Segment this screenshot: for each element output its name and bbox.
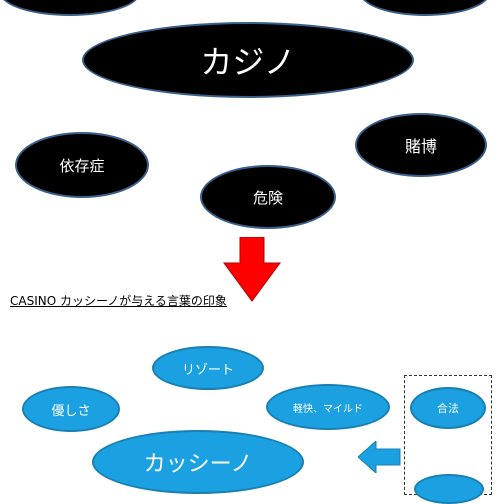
partial-node-top-right xyxy=(360,0,490,16)
legal-node: 合法 xyxy=(410,387,486,429)
blue-left-arrow-icon xyxy=(358,441,401,473)
red-down-arrow-icon xyxy=(223,237,281,302)
caption: CASINO カッシーノが与える言葉の印象 xyxy=(10,294,227,308)
danger-node: 危険 xyxy=(200,165,336,229)
legal-label: 合法 xyxy=(437,402,459,415)
gambling-label: 賭博 xyxy=(404,137,437,156)
resort-node: リゾート xyxy=(152,346,264,390)
light-mild-label: 軽快、マイルド xyxy=(293,403,363,415)
kindness-label: 優しさ xyxy=(51,403,91,419)
cassino-label: カッシーノ xyxy=(143,452,253,477)
partial-node-bottom-right xyxy=(414,474,484,504)
partial-node-top-left xyxy=(0,0,140,16)
cassino-node: カッシーノ xyxy=(92,430,304,494)
dependency-label: 依存症 xyxy=(59,156,105,175)
dependency-node: 依存症 xyxy=(15,132,149,198)
light-mild-node: 軽快、マイルド xyxy=(266,384,390,430)
kindness-node: 優しさ xyxy=(22,386,120,432)
resort-label: リゾート xyxy=(181,362,234,378)
gambling-node: 賭博 xyxy=(355,113,487,177)
casino-node: カジノ xyxy=(82,22,414,98)
danger-label: 危険 xyxy=(252,188,283,207)
casino-label: カジノ xyxy=(200,43,296,81)
